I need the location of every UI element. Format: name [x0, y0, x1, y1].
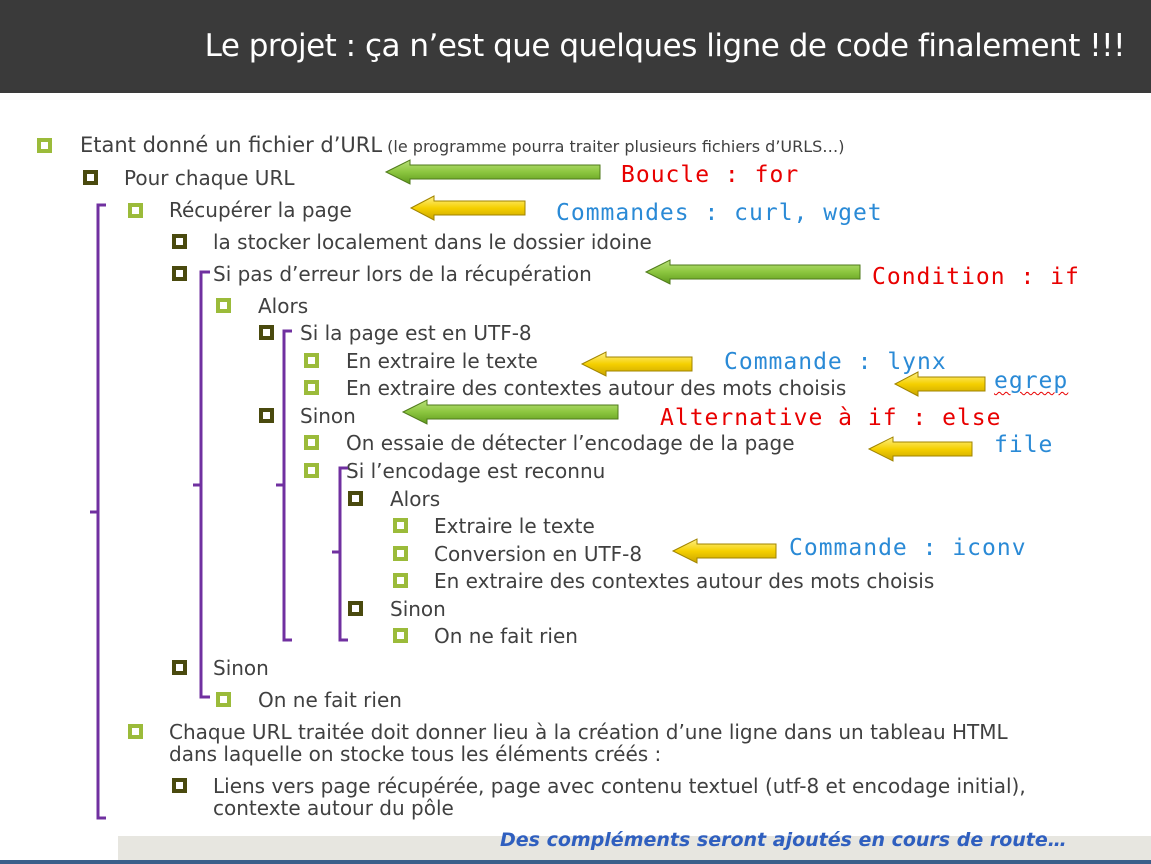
- list-item: Sinon: [390, 597, 446, 621]
- bottom-edge: [0, 860, 1151, 864]
- list-item: Si l’encodage est reconnu: [346, 459, 606, 483]
- bullet-green: [128, 724, 143, 739]
- list-item: On essaie de détecter l’encodage de la p…: [346, 431, 795, 455]
- bullet-green: [128, 203, 143, 218]
- arrow-condition: [644, 259, 861, 285]
- bullet-green: [304, 353, 319, 368]
- bullet-olive: [172, 266, 187, 281]
- bullet-green: [393, 573, 408, 588]
- list-item: Pour chaque URL: [124, 166, 295, 190]
- list-item: Extraire le texte: [434, 514, 595, 538]
- arrow-egrep: [893, 371, 986, 397]
- bullet-olive: [172, 660, 187, 675]
- annotation-boucle-for: Boucle : for: [621, 162, 800, 188]
- bullet-green: [304, 435, 319, 450]
- list-item: Sinon: [213, 656, 269, 680]
- bullet-green: [216, 692, 231, 707]
- list-item: En extraire des contextes autour des mot…: [346, 376, 847, 400]
- bullet-green: [304, 380, 319, 395]
- list-item: En extraire le texte: [346, 349, 538, 373]
- arrow-else: [401, 399, 619, 425]
- list-item: En extraire des contextes autour des mot…: [434, 569, 935, 593]
- list-item: Conversion en UTF-8: [434, 542, 643, 566]
- list-item: Si la page est en UTF-8: [300, 321, 532, 345]
- annotation-iconv: Commande : iconv: [789, 535, 1027, 561]
- slide-title: Le projet : ça n’est que quelques ligne …: [204, 28, 1126, 64]
- list-item-continuation: contexte autour du pôle: [213, 796, 454, 820]
- list-item-continuation: dans laquelle on stocke tous les élément…: [169, 742, 662, 766]
- list-item: Si pas d’erreur lors de la récupération: [213, 262, 592, 286]
- arrow-lynx: [580, 351, 693, 377]
- list-item: On ne fait rien: [258, 688, 402, 712]
- list-item: Liens vers page récupérée, page avec con…: [213, 774, 1026, 798]
- bullet-olive: [172, 234, 187, 249]
- bracket-encoding: [332, 466, 348, 642]
- bullet-green: [393, 628, 408, 643]
- annotation-file: file: [994, 432, 1054, 458]
- bracket-condition: [193, 270, 210, 699]
- arrow-iconv: [671, 538, 777, 564]
- bullet-olive: [83, 170, 98, 185]
- bullet-olive: [259, 408, 274, 423]
- footer-band: [118, 836, 1151, 864]
- list-item: Chaque URL traitée doit donner lieu à la…: [169, 720, 1008, 744]
- bullet-olive: [172, 778, 187, 793]
- bullet-green: [216, 298, 231, 313]
- arrow-commandes: [409, 195, 526, 221]
- bullet-green: [304, 463, 319, 478]
- list-item: Récupérer la page: [169, 198, 352, 222]
- list-item: Etant donné un fichier d’URL (le program…: [80, 133, 845, 157]
- bracket-utf8: [276, 329, 292, 642]
- bullet-green: [393, 546, 408, 561]
- list-item: Sinon: [300, 404, 356, 428]
- annotation-commandes: Commandes : curl, wget: [556, 200, 883, 226]
- list-item: Alors: [258, 294, 309, 318]
- list-item: la stocker localement dans le dossier id…: [213, 230, 652, 254]
- title-bar: Le projet : ça n’est que quelques ligne …: [0, 0, 1151, 93]
- bullet-olive: [259, 325, 274, 340]
- list-item: Alors: [390, 487, 441, 511]
- annotation-condition-if: Condition : if: [872, 264, 1080, 290]
- annotation-lynx: Commande : lynx: [724, 349, 947, 375]
- arrow-file: [867, 436, 973, 462]
- arrow-boucle: [384, 159, 601, 185]
- bullet-green: [37, 138, 52, 153]
- footer-note: Des compléments seront ajoutés en cours …: [500, 829, 1067, 851]
- bullet-green: [393, 518, 408, 533]
- list-item: On ne fait rien: [434, 624, 578, 648]
- annotation-else: Alternative à if : else: [660, 405, 1002, 431]
- bracket-loop: [90, 203, 106, 820]
- bullet-olive: [348, 601, 363, 616]
- bullet-olive: [348, 491, 363, 506]
- annotation-egrep: egrep: [994, 368, 1069, 394]
